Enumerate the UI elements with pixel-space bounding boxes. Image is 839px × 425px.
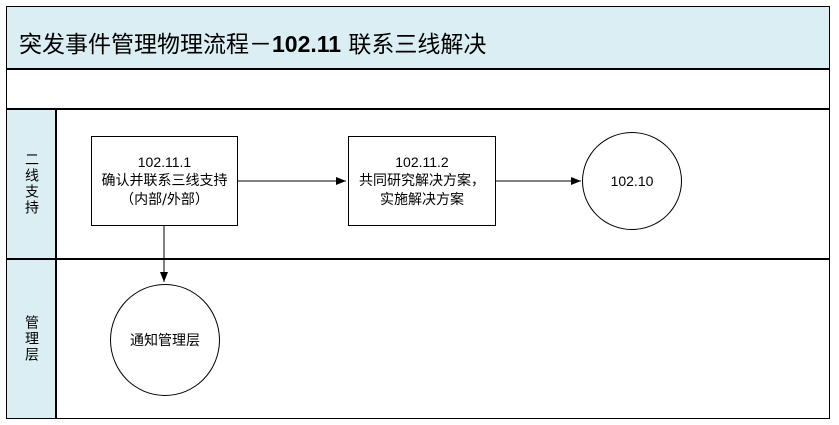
step2-text: 共同研究解决方案，实施解决方案 [359, 172, 485, 208]
lane-label-management: 管理层 [23, 315, 39, 363]
process-box-102-11-1: 102.11.1 确认并联系三线支持（内部/外部） [91, 136, 238, 226]
process-box-102-11-2: 102.11.2 共同研究解决方案，实施解决方案 [348, 136, 496, 226]
step1-text: 确认并联系三线支持（内部/外部） [101, 172, 228, 208]
goto-text: 102.10 [610, 173, 654, 189]
title-bar: 突发事件管理物理流程－102.11 联系三线解决 [6, 6, 830, 69]
title-suffix: 联系三线解决 [341, 32, 487, 58]
lane-header-management: 管理层 [6, 259, 56, 419]
lane-header-second-line-support: 二线支持 [6, 109, 56, 259]
title-code: 102.11 [272, 31, 342, 57]
title-prefix: 突发事件管理物理流程－ [19, 32, 272, 58]
lane-label-second-line-support: 二线支持 [23, 152, 39, 216]
blank-header-row [6, 69, 830, 109]
step1-id: 102.11.1 [137, 153, 192, 170]
notify-text: 通知管理层 [130, 333, 200, 349]
diagram-title: 突发事件管理物理流程－102.11 联系三线解决 [19, 25, 486, 59]
goto-connector-102-10: 102.10 [582, 132, 682, 230]
notify-management-node: 通知管理层 [110, 284, 220, 396]
step2-id: 102.11.2 [395, 153, 449, 170]
